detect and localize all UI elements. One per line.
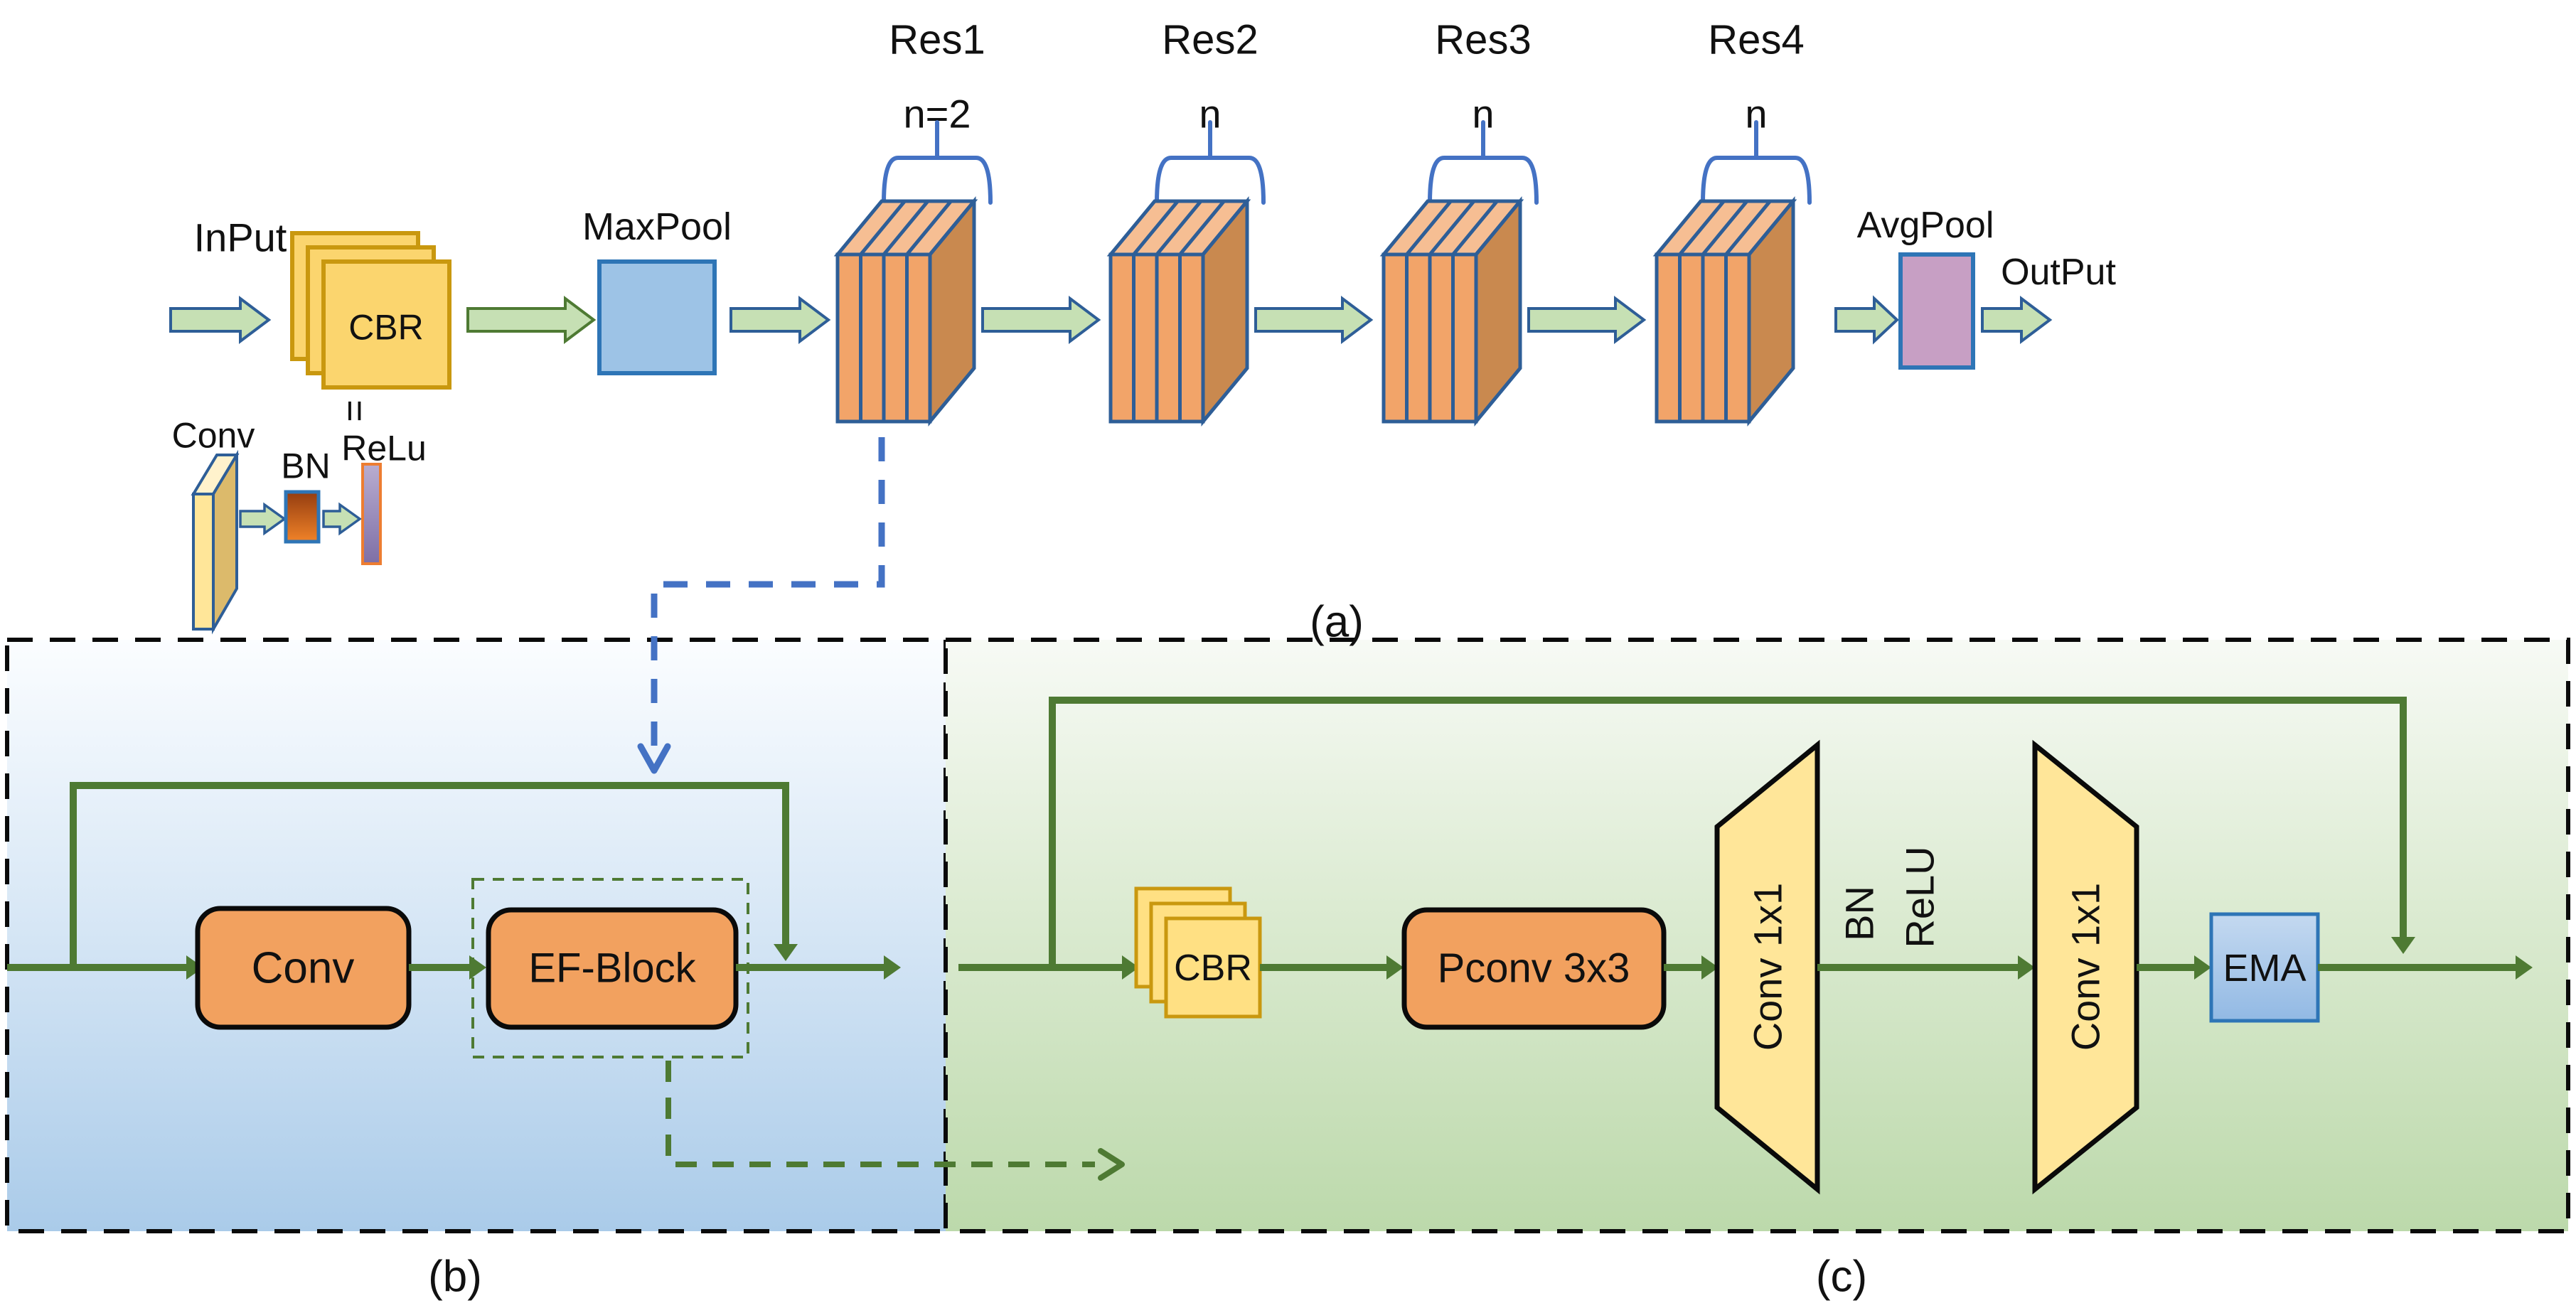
res2-label: Res2 [1162,16,1258,63]
b-skip-connection [70,782,789,967]
input-label: InPut [194,215,287,260]
arrow-res3-to-res4 [1527,296,1647,344]
c-cbr-label: CBR [1174,948,1252,989]
res1-label: Res1 [889,16,985,63]
avgpool-label: AvgPool [1857,205,1994,246]
conv1x1-second-label: Conv 1x1 [2063,883,2108,1051]
res-block-2: Res2 n [1106,16,1266,427]
res2-brace [1155,120,1266,205]
cbr-stack-c: CBR [1134,886,1262,1019]
b-conv-label: Conv [252,944,355,993]
green-dashed-arrowhead-icon [1098,1148,1125,1181]
arrow-conv-to-bn [239,502,287,536]
panel-b-caption: (b) [428,1253,482,1302]
b-skip-arrowhead [774,944,798,961]
maxpool-label: MaxPool [582,205,732,248]
c-arrowhead-into-trap1 [1701,955,1719,980]
legend-conv-label: Conv [172,416,255,456]
legend-relu-label: ReLu [341,429,427,468]
cbr-label-a: CBR [348,308,424,348]
c-bn-label: BN [1837,886,1882,941]
legend-bn-label: BN [281,446,330,486]
ef-block-label: EF-Block [528,945,696,991]
ema-block [2209,912,2320,1023]
panel-b-box [5,638,948,1233]
res-block-1: Res1 n=2 [833,16,993,427]
maxpool-square [597,259,717,375]
arrow-avgpool-to-output [1981,296,2053,344]
c-output-arrowhead [2516,955,2533,980]
cbr-card-front [321,259,451,390]
arrow-maxpool-to-res1 [729,296,831,344]
conv1x1-second-trapezoid [2032,739,2139,1195]
relu-bar [361,463,382,565]
panel-c-content: CBR Pconv 3x3 Conv 1x1 BN ReLU Conv 1x1 … [958,697,2533,1195]
panel-b-content: Conv EF-Block [7,782,1125,1181]
arrow-res4-to-avgpool [1834,295,1899,345]
conv1x1-first-label: Conv 1x1 [1746,883,1790,1051]
res1-brace [882,120,993,205]
cbr-legend: Conv BN ReLu [172,416,427,635]
c-skip-arrowhead [2391,937,2415,954]
conv1x1-first-trapezoid [1714,739,1820,1195]
res3-label: Res3 [1435,16,1531,63]
c-relu-label: ReLU [1898,846,1942,948]
bn-square [284,490,321,544]
ef-to-panel-c-dashed-connector [666,1061,1095,1167]
conv-slab-front [192,493,215,631]
c-arrowhead-into-trap2 [2018,955,2035,980]
b-arrowhead-into-conv [186,955,203,980]
res-block-3: Res3 n [1379,16,1539,427]
equals-symbol: = [333,400,376,422]
c-arrowhead-into-cbr [1122,955,1139,980]
arrow-cbr-to-maxpool [466,296,597,344]
arrow-res2-to-res3 [1254,296,1374,344]
res-block-4: Res4 n [1652,16,1812,427]
res3-brace [1428,120,1539,205]
cbr-stack-a: CBR [290,231,451,390]
res4-brace [1701,120,1812,205]
pconv-label: Pconv 3x3 [1438,945,1630,991]
c-skip-connection [1049,697,2407,967]
b-output-arrowhead [884,955,901,980]
c-arrowhead-into-pconv [1386,955,1404,980]
arrow-bn-to-relu [322,502,363,536]
panel-a-caption: (a) [1310,598,1364,647]
res1-to-panel-b-dashed-connector [637,437,885,774]
c-arrowhead-into-ema [2194,955,2211,980]
ema-label: EMA [2223,947,2306,990]
arrow-input-to-cbr [169,296,272,344]
res4-label: Res4 [1708,16,1804,63]
output-label: OutPut [2001,252,2116,293]
avgpool-square [1898,252,1975,370]
blue-arrowhead-icon [637,743,671,774]
panel-c-caption: (c) [1816,1253,1867,1302]
arrow-res1-to-res2 [981,296,1101,344]
